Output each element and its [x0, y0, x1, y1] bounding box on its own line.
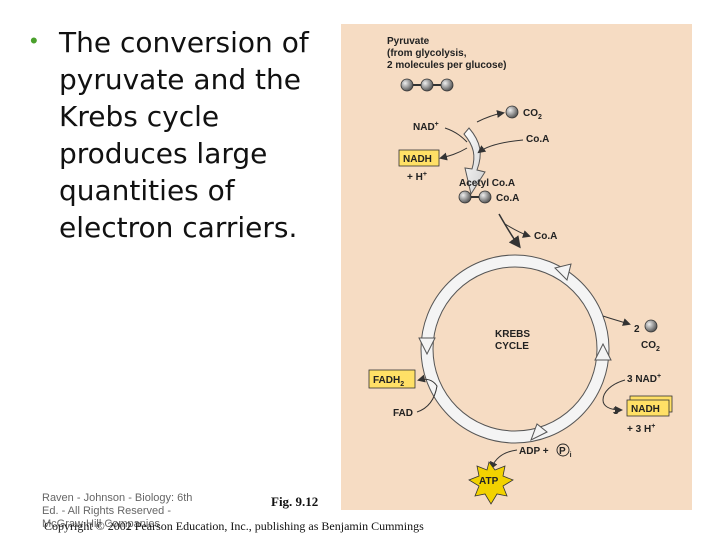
pyruvate-molecule-icon [400, 78, 454, 92]
krebs-cycle-diagram: Pyruvate (from glycolysis, 2 molecules p… [368, 36, 673, 505]
nadh-box [398, 149, 440, 167]
pyruvate-source-label: (from glycolysis, [387, 48, 467, 59]
nad-plus-label: NAD+ [413, 121, 439, 133]
krebs-cycle-label-line2: CYCLE [495, 341, 529, 352]
krebs-cycle-ring [418, 254, 612, 444]
two-co2-count: 2 [634, 324, 640, 335]
credit-line: Ed. - All Rights Reserved - [42, 505, 171, 517]
acetyl-coa-coa-label: Co.A [496, 193, 519, 204]
co2-right-label: CO2 [641, 340, 660, 353]
image-credit: Raven - Johnson - Biology: 6th Ed. - All… [42, 492, 242, 531]
bullet-text: The conversion of pyruvate and the Krebs… [59, 24, 329, 246]
three-nadh-count: 3 [613, 406, 619, 417]
coa-input-label: Co.A [526, 134, 549, 145]
pyruvate-label: Pyruvate [387, 36, 430, 47]
pyruvate-count-label: 2 molecules per glucose) [387, 60, 507, 71]
nadh-right-box [626, 399, 670, 417]
co2-molecule-icon [505, 105, 519, 119]
acetyl-coa-label: Acetyl Co.A [459, 178, 515, 189]
co2-label: CO2 [523, 108, 542, 121]
krebs-cycle-label: KREBS [495, 329, 530, 340]
fad-label: FAD [393, 408, 413, 419]
figure-number: Fig. 9.12 [271, 494, 319, 509]
bullet-line: Krebs cycle [59, 100, 220, 133]
bullet-marker: • [30, 28, 38, 53]
atp-starburst-icon [468, 461, 514, 505]
conversion-arrow [463, 127, 486, 196]
bullet-line: electron carriers. [59, 211, 298, 244]
nadh-right-label: NADH [631, 404, 660, 415]
fadh2-label: FADH2 [373, 375, 404, 388]
atp-label: ATP [479, 476, 499, 487]
three-nad-plus-label: 3 NAD+ [627, 373, 661, 385]
acetyl-coa-molecule-icon [458, 190, 492, 204]
adp-label: ADP + [519, 446, 549, 457]
krebs-cycle-figure: Pyruvate (from glycolysis, 2 molecules p… [341, 24, 692, 510]
nadh-label: NADH [403, 154, 432, 165]
h-plus-label: + H+ [407, 171, 427, 183]
copyright-notice: Copyright © 2002 Pearson Education, Inc.… [44, 519, 424, 533]
credit-line: McGraw Hill Companies [42, 518, 160, 530]
co2-right-molecule-icon [644, 319, 658, 333]
coa-released-label: Co.A [534, 231, 557, 242]
phosphate-icon [556, 443, 570, 457]
three-h-plus-label: + 3 H+ [627, 423, 655, 435]
bullet-line: pyruvate and the [59, 63, 301, 96]
bullet-line: quantities of [59, 174, 235, 207]
bullet-line: produces large [59, 137, 268, 170]
bullet-line: The conversion of [59, 26, 309, 59]
credit-line: Raven - Johnson - Biology: 6th [42, 492, 193, 504]
fadh2-box [368, 369, 416, 389]
